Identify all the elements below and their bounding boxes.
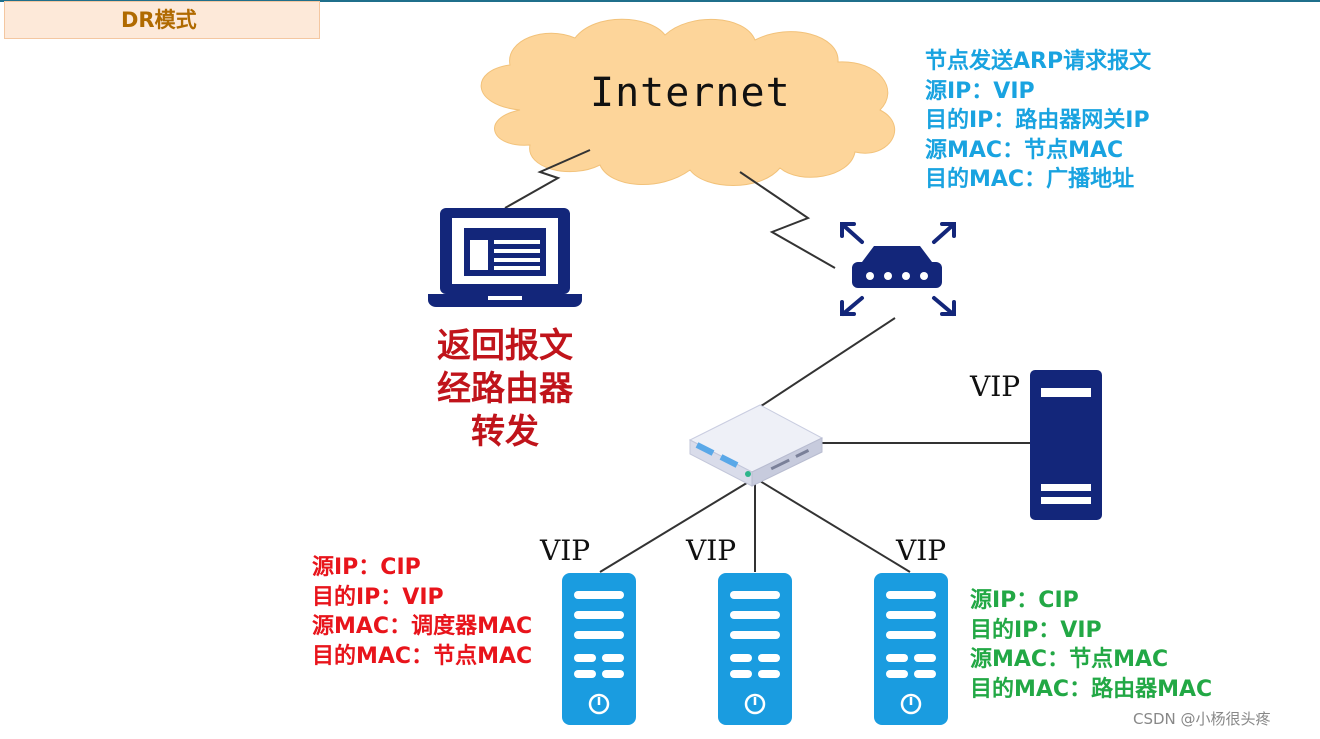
request-packet-info: 源IP：CIP 目的IP：VIP 源MAC：调度器MAC 目的MAC：节点MAC <box>312 553 532 671</box>
return-path-note: 返回报文 经路由器 转发 <box>420 325 590 454</box>
reply-packet-info: 源IP：CIP 目的IP：VIP 源MAC：节点MAC 目的MAC：路由器MAC <box>970 586 1212 704</box>
server-icon-node-3 <box>874 573 948 725</box>
server-icon-node-2 <box>718 573 792 725</box>
vip-label-dispatcher: VIP <box>970 370 1021 403</box>
arp-request-line: 源MAC：节点MAC <box>925 137 1124 163</box>
arp-request-line: 源IP：VIP <box>925 78 1035 104</box>
arp-request-line: 目的IP：路由器网关IP <box>925 108 1150 133</box>
return-note-line: 经路由器 <box>437 369 573 409</box>
vip-label-node-3: VIP <box>896 534 947 567</box>
link-router-switch <box>754 317 896 411</box>
slide-title: DR模式 <box>4 1 320 39</box>
request-info-line: 源MAC：调度器MAC <box>312 614 533 639</box>
link-laptop-internet <box>504 149 591 209</box>
internet-label: Internet <box>590 70 791 116</box>
server-icon-node-1 <box>562 573 636 725</box>
router-icon <box>840 222 956 316</box>
reply-info-line: 目的IP：VIP <box>970 617 1102 643</box>
link-switch-node3 <box>754 477 911 573</box>
internet-cloud <box>480 18 896 186</box>
arp-request-info: 节点发送ARP请求报文 源IP：VIP 目的IP：路由器网关IP 源MAC：节点… <box>925 47 1151 195</box>
reply-info-line: 源IP：CIP <box>970 588 1079 613</box>
arp-request-line: 节点发送ARP请求报文 <box>925 49 1152 74</box>
return-note-line: 转发 <box>471 412 539 452</box>
request-info-line: 目的IP：VIP <box>312 584 444 610</box>
server-icon-dispatcher <box>1030 370 1102 520</box>
top-rule <box>0 0 1320 2</box>
reply-info-line: 源MAC：节点MAC <box>970 647 1169 672</box>
return-note-line: 返回报文 <box>437 326 573 366</box>
request-info-line: 目的MAC：节点MAC <box>312 643 533 669</box>
reply-info-line: 目的MAC：路由器MAC <box>970 676 1213 702</box>
request-info-line: 源IP：CIP <box>312 555 421 580</box>
arp-request-line: 目的MAC：广播地址 <box>925 167 1135 192</box>
laptop-icon <box>428 208 582 307</box>
link-switch-node1 <box>599 477 756 573</box>
vip-label-node-1: VIP <box>540 534 591 567</box>
watermark: CSDN @小杨很头疼 <box>1133 710 1271 728</box>
vip-label-node-2: VIP <box>686 534 737 567</box>
link-internet-router <box>739 171 836 269</box>
switch-icon <box>688 404 824 487</box>
